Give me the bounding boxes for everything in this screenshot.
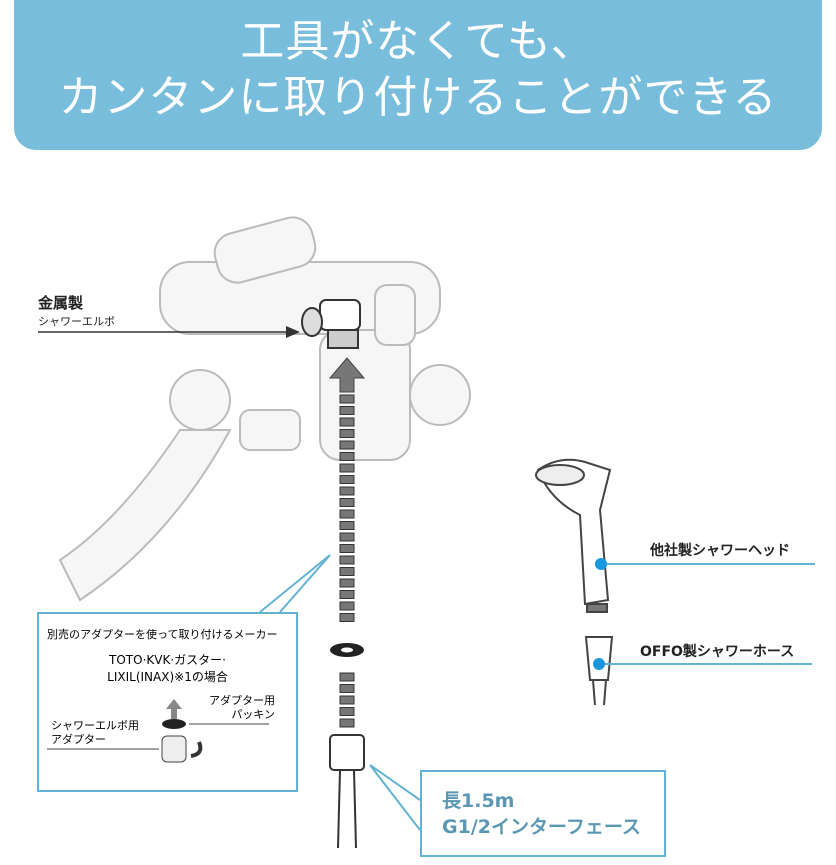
headline-banner: 工具がなくても、 カンタンに取り付けることができる [14,0,822,150]
packing-label-2: パッキン [231,708,275,721]
headline-line-1: 工具がなくても、 [240,16,596,67]
adapter-callout-title: 別売のアダプターを使って取り付けるメーカー [47,628,278,641]
packing-label-1: アダプター用 [209,694,275,707]
hose-segment [339,544,355,553]
hose-segment [339,695,355,705]
dot-marker [593,658,605,670]
hose-segment [339,429,355,438]
makers-line-2: LIXIL(INAX)※1の場合 [107,670,228,684]
hose-segment [339,601,355,611]
makers-line-1: TOTO·KVK·ガスター· [109,653,226,667]
hose-nut [329,734,365,849]
elbow-sublabel: シャワーエルボ [38,315,115,328]
hose-length: 長1.5m [442,790,515,812]
hose-segment [339,555,355,565]
hose-interface: G1/2インターフェース [442,816,641,838]
hose-segment [339,672,355,682]
adapter-label-1: シャワーエルボ用 [51,719,139,732]
hose-segment [339,452,355,461]
hose-segment [339,578,355,588]
hose-segment [339,463,355,473]
elbow-label: 金属製 [38,294,84,312]
hose-segment [339,532,355,542]
hose-segment [339,486,355,496]
hose-segment [339,521,355,530]
elbow-illustration [301,299,361,349]
hose-segments [339,394,355,728]
adapter-callout: 別売のアダプターを使って取り付けるメーカー TOTO·KVK·ガスター· LIX… [37,612,298,792]
hose-segment [339,707,355,716]
hose-segment [339,498,355,507]
hose-segment [339,590,355,599]
hose-segment [339,567,355,576]
shower-head-label: 他社製シャワーヘッド [650,543,790,559]
hose-segment [339,684,355,693]
adapter-label-2: アダプター [51,733,106,746]
faucet-illustration [58,216,471,602]
up-arrow-icon [328,357,366,393]
headline-line-2: カンタンに取り付けることができる [58,72,778,123]
hose-segment [339,417,355,427]
hose-segment [339,613,355,622]
shower-hose-label: OFFO製シャワーホース [640,644,795,660]
hose-segment [339,509,355,519]
hose-segment [339,394,355,404]
hose-spec-callout: 長1.5m G1/2インターフェース [420,770,666,857]
hose-segment [339,440,355,450]
shower-head-illustration [535,458,614,706]
hose-segment [339,406,355,415]
adapter-illustration [47,699,269,763]
hose-segment [339,718,355,728]
dot-marker [595,558,607,570]
hose-segment [339,475,355,484]
